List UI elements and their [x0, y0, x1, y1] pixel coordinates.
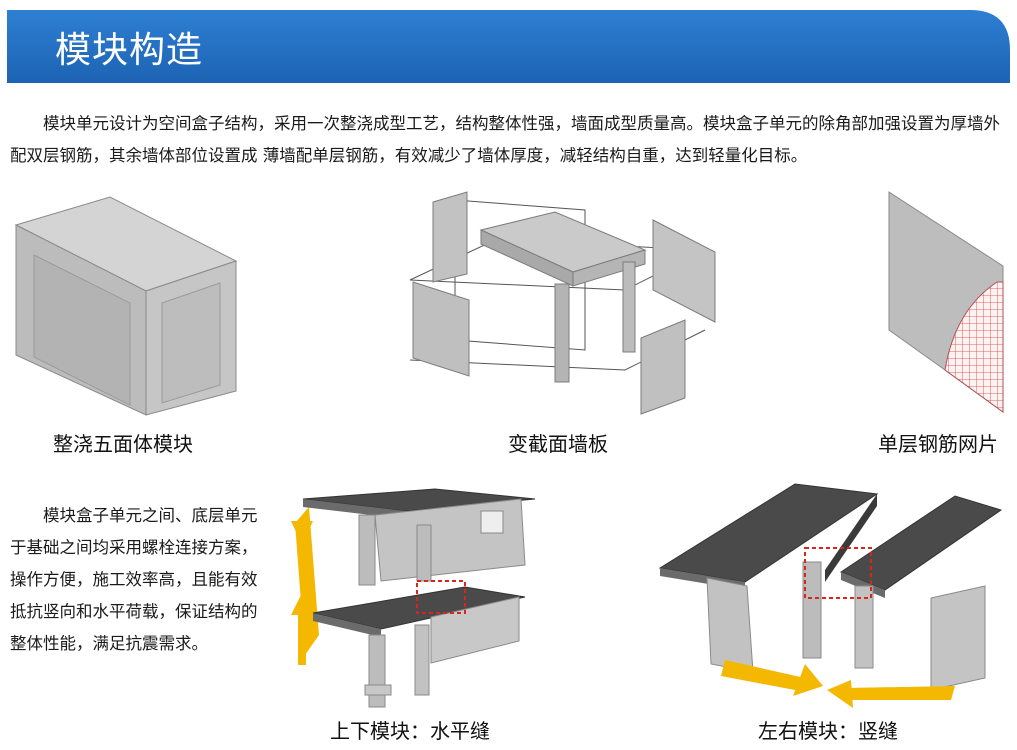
box-module-figure [10, 195, 245, 424]
connection-paragraph: 模块盒子单元之间、底层单元于基础之间均采用螺栓连接方案，操作方便，施工效率高，且… [10, 506, 258, 653]
arrow-up-icon [291, 593, 313, 615]
page-title: 模块构造 [55, 30, 204, 71]
intro-paragraph: 模块单元设计为空间盒子结构，采用一次整浇成型工艺，结构整体性强，墙面成型质量高。… [10, 114, 1000, 165]
wall-panel-figure [405, 190, 725, 424]
banner-shape [7, 10, 1010, 83]
stacked-modules-caption: 上下模块：水平缝 [330, 719, 490, 743]
stacked-modules-figure [285, 485, 540, 719]
joint-highlight-box [416, 580, 466, 614]
rebar-mesh-caption: 单层钢筋网片 [878, 432, 998, 456]
side-modules-figure [655, 482, 1005, 718]
wall-panel-caption: 变截面墙板 [508, 432, 608, 456]
side-modules-caption: 左右模块：竖缝 [758, 719, 898, 743]
box-module-caption: 整浇五面体模块 [53, 432, 193, 456]
header-banner: 模块构造 [7, 10, 1010, 83]
rebar-mesh-figure [885, 190, 1010, 419]
arrow-left-icon [845, 686, 955, 700]
joint-highlight-box-right [804, 547, 872, 599]
arrow-right-icon [721, 660, 805, 690]
